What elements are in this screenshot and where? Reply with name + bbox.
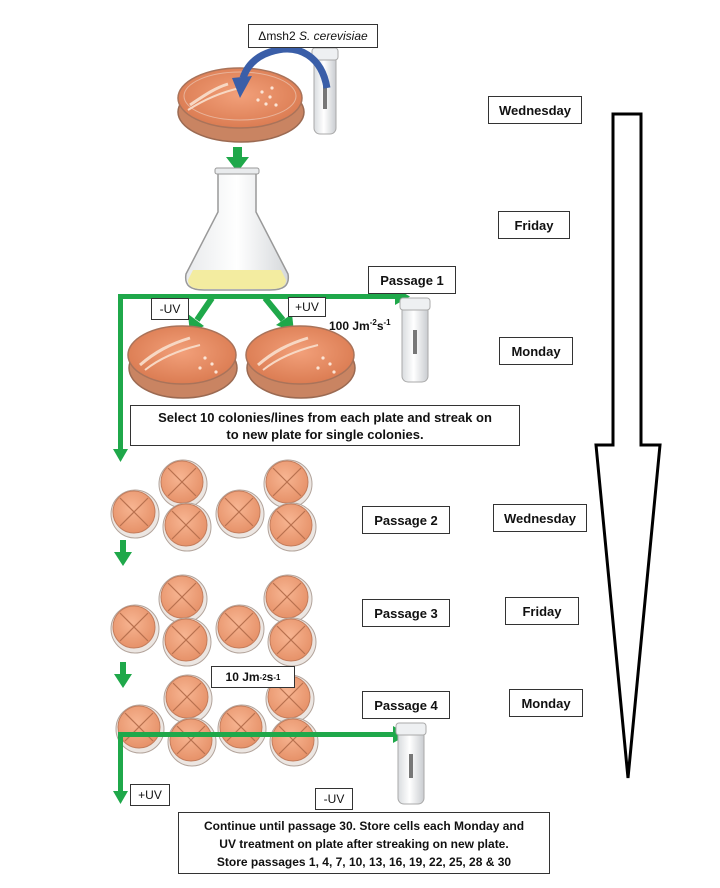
streak-plate: [162, 617, 212, 667]
passage-4-label: Passage 4: [362, 691, 450, 719]
dose-low-value: 10 Jm: [225, 670, 260, 684]
strain-species: S. cerevisiae: [299, 29, 368, 43]
day-monday-2: Monday: [509, 689, 583, 717]
select-line-1: Select 10 colonies/lines from each plate…: [158, 410, 492, 425]
uv-dose-high: 100 Jm-2s-1: [329, 318, 391, 333]
minus-uv-label-bottom: -UV: [315, 788, 353, 810]
streak-plate: [215, 489, 265, 539]
dose-low-exp1: -2: [259, 672, 267, 682]
plus-uv-label-bottom: +UV: [130, 784, 170, 806]
final-line-3: Store passages 1, 4, 7, 10, 13, 16, 19, …: [216, 855, 512, 869]
passage1-tube: [399, 297, 431, 383]
passage-3-label: Passage 3: [362, 599, 450, 627]
streak-plate: [162, 502, 212, 552]
streak-plate: [115, 704, 165, 754]
select-colonies-instruction: Select 10 colonies/lines from each plate…: [130, 405, 520, 446]
streak-plate: [158, 574, 208, 624]
flask: [184, 167, 290, 291]
day-friday-1: Friday: [498, 211, 570, 239]
passage-plates: [110, 459, 319, 767]
plus-uv-plate: [245, 325, 356, 399]
minus-uv-label-top: -UV: [151, 298, 189, 320]
dose-low-exp2: -1: [273, 672, 281, 682]
streak-plate: [158, 459, 208, 509]
streak-plate: [269, 717, 319, 767]
dose-high-value: 100 Jm: [329, 319, 370, 333]
streak-plate: [263, 459, 313, 509]
streak-plate: [167, 717, 217, 767]
dose-high-exp2: -1: [383, 318, 391, 327]
dose-low-mid: s: [266, 670, 274, 684]
plus-uv-label-top: +UV: [288, 297, 326, 317]
timeline-arrow: [594, 112, 662, 779]
day-monday-1: Monday: [499, 337, 573, 365]
passage-1-label: Passage 1: [368, 266, 456, 294]
final-line-1: Continue until passage 30. Store cells e…: [203, 819, 525, 833]
inoculate-arrow: [239, 45, 331, 89]
continue-instruction: Continue until passage 30. Store cells e…: [178, 812, 550, 874]
passage4-tube: [395, 722, 427, 805]
day-wednesday-2: Wednesday: [493, 504, 587, 532]
streak-plate: [267, 617, 317, 667]
streak-plate: [215, 604, 265, 654]
strain-label: Δmsh2 S. cerevisiae: [248, 24, 378, 48]
streak-plate: [263, 574, 313, 624]
day-wednesday-1: Wednesday: [488, 96, 582, 124]
minus-uv-plate: [127, 325, 238, 399]
select-line-2: to new plate for single colonies.: [226, 427, 424, 442]
streak-plate: [110, 604, 160, 654]
dose-high-exp1: -2: [369, 318, 377, 327]
strain-prefix: Δmsh2: [258, 29, 296, 43]
streak-plate: [217, 704, 267, 754]
streak-plate: [267, 502, 317, 552]
dose-high-mid: s: [376, 319, 384, 333]
streak-plate: [110, 489, 160, 539]
streak-plate: [163, 674, 213, 724]
final-line-2: UV treatment on plate after streaking on…: [219, 837, 509, 851]
day-friday-2: Friday: [505, 597, 579, 625]
passage-2-label: Passage 2: [362, 506, 450, 534]
